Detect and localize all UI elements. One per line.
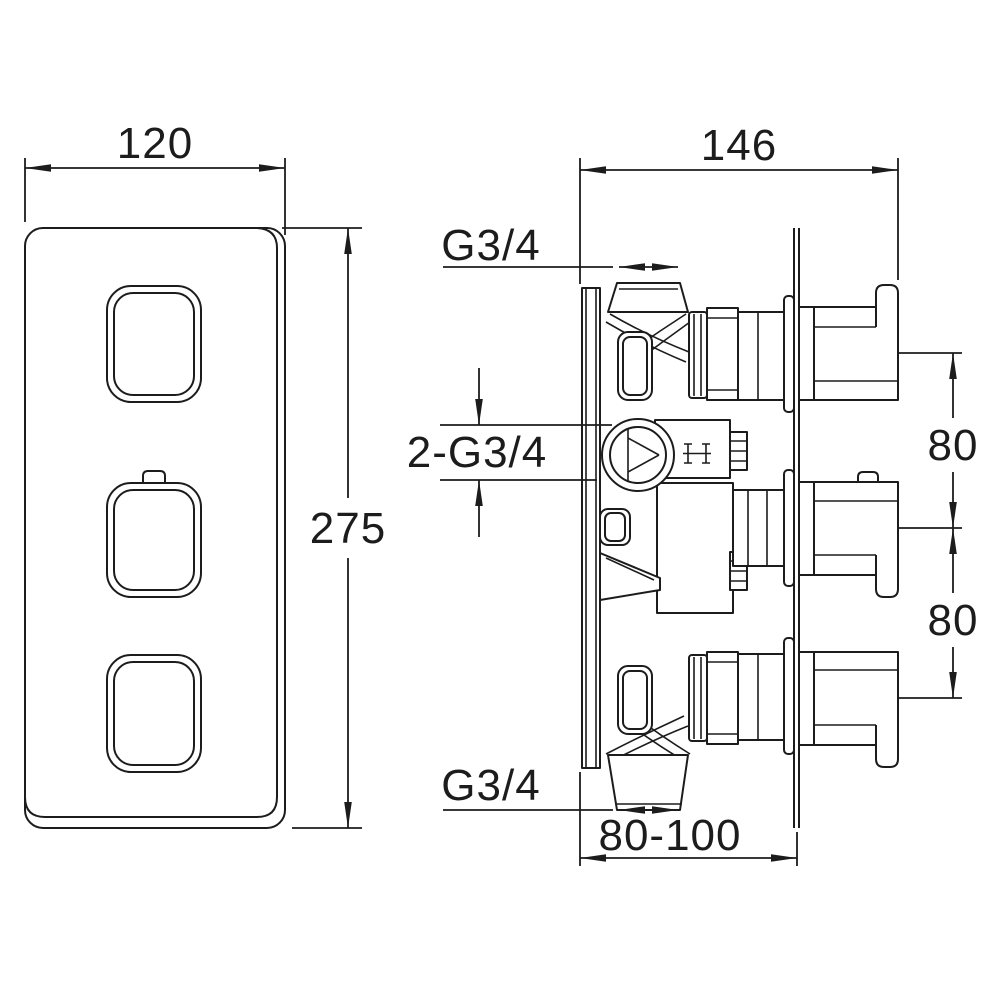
label-ports-side: 2-G3/4 <box>407 368 612 537</box>
plate-face-edge <box>24 227 278 818</box>
dim-width-146: 146 <box>579 121 899 284</box>
cartridge-bottom <box>688 651 787 745</box>
lower-outlet-slot <box>617 665 653 735</box>
dim-label-install-depth: 80-100 <box>598 811 741 860</box>
dim-label-spacing-upper: 80 <box>928 421 979 470</box>
dim-height-275: 275 <box>282 227 386 829</box>
dim-label-front-width: 120 <box>117 119 193 168</box>
diverter-cartridge <box>732 489 787 567</box>
handle-middle-sleeve <box>798 481 815 576</box>
front-plate <box>24 227 286 829</box>
ibeam-mark <box>683 443 711 464</box>
top-inlet-port <box>607 282 689 313</box>
button-bottom <box>106 654 202 773</box>
port-bottom-label: G3/4 <box>441 761 540 810</box>
button-top <box>106 285 202 403</box>
dim-label-side-width: 146 <box>701 121 777 170</box>
button-middle-tab <box>142 470 166 483</box>
bottom-inlet-port <box>607 754 689 811</box>
dim-label-spacing-lower: 80 <box>928 596 979 645</box>
dim-width-120: 120 <box>24 119 286 235</box>
cartridge-top <box>688 307 787 401</box>
handle-middle <box>783 469 899 598</box>
handle-top-flange <box>783 295 795 413</box>
plate-outer-edge <box>24 227 286 829</box>
handle-top-sleeve <box>798 306 815 401</box>
upper-outlet-slot <box>617 331 653 401</box>
handle-bottom-lever-tip <box>875 725 899 768</box>
ports-side-label: 2-G3/4 <box>407 428 548 477</box>
label-port-top: G3/4 <box>441 221 678 271</box>
back-mounting-bracket <box>581 287 601 769</box>
handle-bottom-sleeve <box>798 651 815 746</box>
handle-bottom <box>783 637 899 768</box>
upper-elbow <box>605 313 691 401</box>
handle-top-lever-tip <box>875 284 899 327</box>
front-view: 120 275 <box>24 119 386 829</box>
dim-handle-spacing: 80 80 <box>898 352 979 699</box>
lower-outlet-stub <box>599 508 661 601</box>
handle-top <box>783 284 899 413</box>
cone-funnel <box>599 552 661 601</box>
handle-middle-tab <box>857 471 879 482</box>
button-middle <box>106 470 202 598</box>
label-port-bottom: G3/4 <box>441 761 678 814</box>
dim-label-front-height: 275 <box>310 504 386 553</box>
side-port-circle <box>601 418 675 492</box>
diverter-body <box>656 482 734 614</box>
handle-middle-flange <box>783 469 795 587</box>
dim-install-depth: 80-100 <box>579 772 798 866</box>
side-view: 146 G3/4 2-G3/4 G3/4 80 <box>407 121 979 866</box>
thread-symbol <box>627 429 660 481</box>
lower-elbow <box>605 665 691 763</box>
handle-bottom-flange <box>783 637 795 755</box>
handle-middle-lever-tip <box>875 555 899 598</box>
port-top-label: G3/4 <box>441 221 540 270</box>
thermostat-body <box>654 419 787 614</box>
